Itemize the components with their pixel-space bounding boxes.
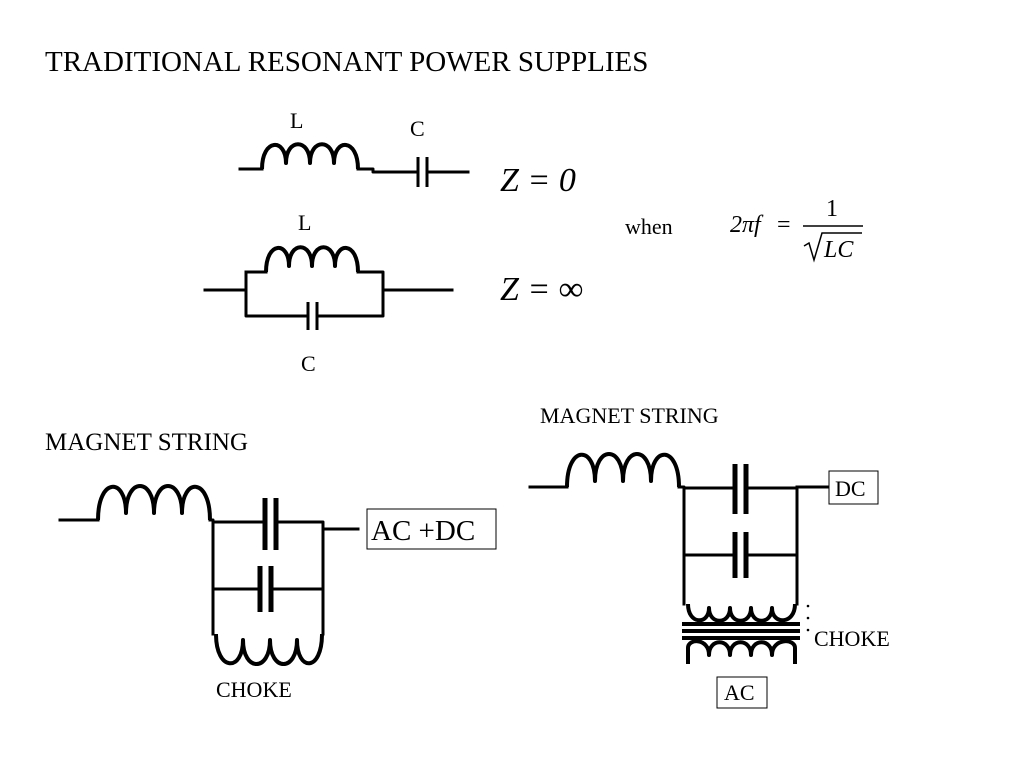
when-label: when xyxy=(625,214,673,239)
right-choke-secondary xyxy=(686,639,797,664)
right-choke-primary xyxy=(686,603,797,623)
sqrt-sign xyxy=(803,232,862,263)
right-dc-box xyxy=(828,470,879,505)
parallel-impedance-equation: Z = ∞ xyxy=(500,271,583,308)
left-choke-coil xyxy=(214,633,324,666)
right-choke-label: CHOKE xyxy=(814,626,890,651)
resonance-numerator: 1 xyxy=(826,196,838,222)
right-ac-label: AC xyxy=(724,680,755,705)
left-magnet-inductor xyxy=(96,484,212,521)
series-inductor xyxy=(260,142,360,170)
resonance-condition: when 2πf = 1 LC xyxy=(625,196,863,263)
resonance-lhs: 2πf xyxy=(730,212,764,238)
series-inductor-label: L xyxy=(290,108,303,133)
right-magnet-inductor xyxy=(565,452,681,488)
series-impedance-equation: Z = 0 xyxy=(500,162,576,199)
right-magnet-string-label: MAGNET STRING xyxy=(540,403,719,428)
right-magnet-string-circuit xyxy=(528,452,830,664)
left-magnet-string-label: MAGNET STRING xyxy=(45,429,248,456)
parallel-lc-circuit: L C xyxy=(203,210,454,376)
left-output-label: AC +DC xyxy=(371,515,475,547)
resonance-denominator: LC xyxy=(823,237,854,263)
page-title: TRADITIONAL RESONANT POWER SUPPLIES xyxy=(45,46,648,78)
resonance-equals: = xyxy=(777,212,791,238)
series-lc-circuit: L C xyxy=(238,108,470,187)
left-magnet-string-circuit xyxy=(58,484,360,666)
series-capacitor-label: C xyxy=(410,116,425,141)
right-dc-label: DC xyxy=(835,476,866,501)
parallel-inductor xyxy=(264,245,360,273)
right-ac-box xyxy=(716,676,768,709)
parallel-capacitor-label: C xyxy=(301,351,316,376)
parallel-inductor-label: L xyxy=(298,210,311,235)
left-choke-label: CHOKE xyxy=(216,677,292,702)
left-output-box xyxy=(366,508,497,550)
